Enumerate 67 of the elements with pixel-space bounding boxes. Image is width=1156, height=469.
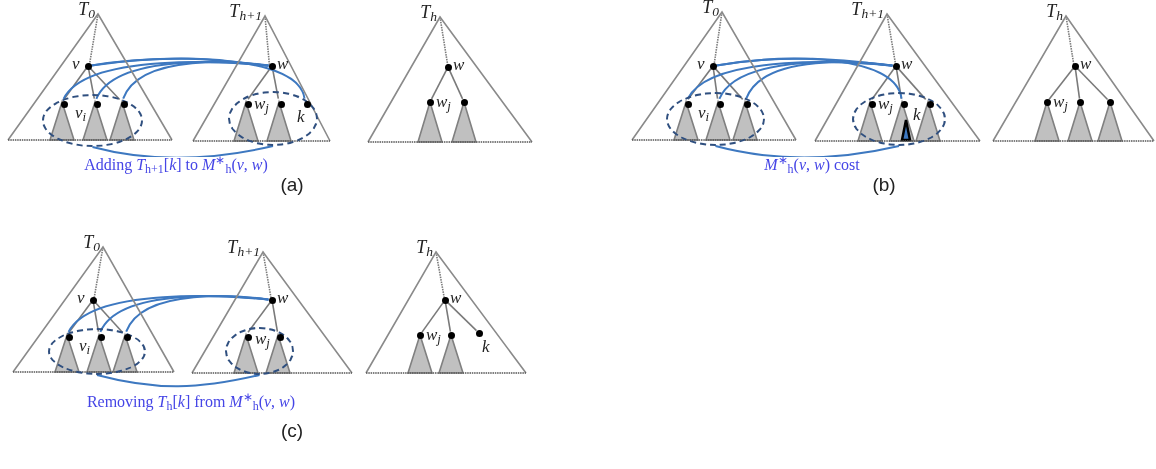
dashed-ellipse	[852, 92, 946, 146]
tree-title: T$_{h+1}$	[229, 2, 262, 20]
node-label: v$_{i}$	[698, 104, 710, 121]
node-label: v$_{i}$	[79, 337, 91, 354]
matching-curve	[96, 374, 261, 388]
tree-branch	[89, 67, 121, 101]
panel-label: (b)	[872, 175, 896, 194]
tree-title: T$_{h}$	[420, 3, 437, 21]
tree-branch	[94, 301, 124, 334]
tree-branch	[63, 68, 87, 100]
tree-title: T$_{0}$	[702, 0, 719, 16]
node-label: v	[72, 55, 80, 72]
tree-branch	[1074, 68, 1081, 100]
tree-branch	[714, 67, 744, 101]
tree-branch	[1076, 67, 1109, 101]
matching-curve	[67, 295, 270, 333]
node-label: w	[277, 289, 289, 306]
tree-branch	[897, 67, 927, 101]
dashed-ellipse	[225, 327, 294, 375]
node-label: w	[901, 55, 913, 72]
tree-branch	[712, 68, 719, 100]
caption: M$^{∗}$$_{h}$(v, w) cost	[762, 157, 862, 173]
tree-title: T$_{0}$	[78, 0, 95, 18]
matching-curve	[62, 61, 270, 100]
tree-branch	[271, 302, 279, 333]
tree-branch	[446, 301, 478, 332]
caption: Removing T$_{h}$[k] from M$^{∗}$$_{h}$(v, w)	[84, 394, 298, 410]
matching-curve	[718, 61, 894, 100]
tree-title: T$_{h+1}$	[227, 238, 260, 256]
node-label: k	[482, 338, 490, 355]
dashed-ellipse	[228, 91, 318, 146]
node-label: w	[453, 56, 465, 73]
panel-label: (c)	[280, 421, 304, 440]
node-label: w	[1080, 55, 1092, 72]
matching-curve	[745, 61, 894, 100]
tree-title: T$_{h}$	[1046, 2, 1063, 20]
panel-label: (a)	[280, 175, 304, 194]
node-label: v$_{i}$	[75, 104, 87, 121]
node-label: k	[913, 106, 921, 123]
node-label: w	[450, 289, 462, 306]
tree-branch	[92, 302, 100, 333]
matching-curve	[122, 61, 270, 100]
node-label: v	[697, 55, 705, 72]
matching-curve	[125, 295, 270, 333]
node-label: k	[297, 108, 305, 125]
matching-curve	[91, 145, 274, 159]
caption: Adding T$_{h+1}$[k] to M$^{∗}$$_{h}$(v, w)	[82, 157, 270, 173]
tree-branch	[448, 69, 464, 100]
tree-branch	[1048, 67, 1074, 101]
node-label: v	[77, 289, 85, 306]
matching-curve	[714, 145, 900, 159]
matching-curve	[90, 57, 306, 100]
matching-curve	[715, 57, 903, 100]
tree-title: T$_{0}$	[83, 233, 100, 251]
dashed-ellipse	[42, 94, 143, 147]
tree-title: T$_{h}$	[416, 238, 433, 256]
dashed-ellipse	[666, 92, 765, 146]
tree-branch	[430, 69, 448, 100]
node-label: w	[277, 55, 289, 72]
tree-branch	[421, 302, 444, 333]
tree-title: T$_{h+1}$	[851, 0, 884, 18]
tree-branch	[68, 302, 92, 333]
tree-branch	[271, 68, 280, 100]
dashed-ellipse	[48, 328, 146, 375]
tree-branch	[87, 68, 96, 100]
tree-branch	[247, 68, 271, 100]
tree-branch	[444, 302, 452, 333]
